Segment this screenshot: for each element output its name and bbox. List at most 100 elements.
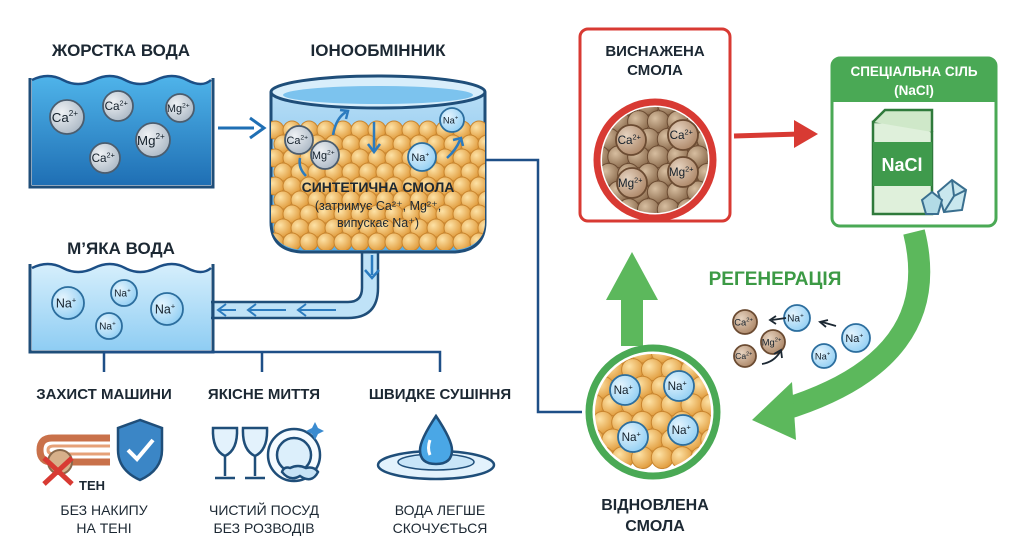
- connection-pipe: [486, 158, 582, 414]
- svg-text:Na+: Na+: [787, 312, 804, 324]
- resin-bead: [299, 232, 319, 250]
- resin-bead: [384, 232, 404, 250]
- benefit-3-line2: СКОЧУЄТЬСЯ: [393, 520, 488, 536]
- red-arrowhead: [794, 120, 818, 148]
- svg-text:Ca2+: Ca2+: [734, 317, 753, 327]
- na-ion: Na+: [811, 343, 837, 369]
- restored-resin-line1: ВІДНОВЛЕНА: [601, 497, 709, 514]
- soft-water-title: М’ЯКА ВОДА: [67, 239, 175, 258]
- pipe-arrow-3: [216, 303, 236, 317]
- ion-exchanger-title: ІОНООБМІННИК: [311, 41, 447, 60]
- benefit-2-line1: ЧИСТИЙ ПОСУД: [209, 501, 319, 518]
- restored-resin-line2: СМОЛА: [625, 518, 685, 535]
- heating-element-shield-icon: [36, 418, 164, 486]
- ca-ion: Ca2+: [102, 90, 134, 122]
- svg-text:Ca2+: Ca2+: [735, 351, 752, 361]
- svg-text:Mg2+: Mg2+: [762, 337, 782, 347]
- resin-bead: [637, 107, 660, 116]
- svg-text:Na+: Na+: [99, 320, 116, 332]
- tank-flow-arrows: [298, 108, 465, 177]
- svg-text:Na+: Na+: [411, 151, 429, 164]
- resin-bead: [710, 354, 711, 364]
- mg-ion: Mg2+: [135, 122, 171, 158]
- resin-bead: [700, 393, 711, 417]
- mg-ion: Mg2+: [165, 93, 195, 123]
- exhausted-resin-line1: ВИСНАЖЕНА: [605, 43, 705, 60]
- benefit-2-title: ЯКІСНЕ МИТТЯ: [208, 386, 320, 403]
- green-arc-arrow: [778, 229, 931, 421]
- resin-bead: [316, 232, 336, 250]
- resin-bead: [477, 134, 485, 154]
- red-arrow: [733, 131, 801, 139]
- pipe-arrow-2: [246, 303, 286, 317]
- resin-bead: [435, 232, 455, 250]
- na-ion: Na+: [110, 279, 138, 307]
- ca-ion: Ca2+: [49, 99, 85, 135]
- resin-bead: [631, 354, 654, 364]
- svg-text:Na+: Na+: [56, 295, 77, 310]
- na-ion: Na+: [51, 286, 85, 320]
- green-up-arrowhead: [606, 252, 658, 300]
- heater-label: ТЕН: [79, 478, 105, 493]
- resin-bead: [333, 232, 353, 250]
- salt-pack-label: NaCl: [881, 155, 922, 175]
- ca-ion: Ca2+: [284, 125, 314, 155]
- flow-arrowhead-in: [249, 116, 267, 140]
- resin-bead: [477, 218, 485, 238]
- resin-bead: [650, 354, 674, 364]
- svg-text:Na+: Na+: [614, 382, 633, 397]
- resin-bead: [350, 232, 370, 250]
- resin-bead: [477, 190, 485, 210]
- na-ion: Na+: [95, 312, 123, 340]
- ion-exchanger-tank: [208, 74, 487, 320]
- salt-pack-icon: [871, 108, 934, 216]
- na-ion: Na+: [609, 374, 641, 406]
- resin-bead: [271, 232, 285, 250]
- na-ion: Na+: [407, 142, 437, 172]
- resin-bead: [477, 162, 485, 182]
- resin-note-2: випускає Na⁺): [337, 216, 419, 230]
- resin-bead: [650, 446, 674, 470]
- mg-ion: Mg2+: [310, 140, 340, 170]
- ca-ion: Ca2+: [732, 309, 758, 335]
- na-ion: Na+: [663, 370, 695, 402]
- tank-ions: Ca2+Mg2+ Na+ Na+: [284, 107, 465, 172]
- svg-text:Na+: Na+: [443, 115, 459, 125]
- na-ion: Na+: [841, 323, 871, 353]
- svg-text:Na+: Na+: [672, 422, 691, 437]
- na-ion: Na+: [617, 421, 649, 453]
- soft-water-tank: [28, 262, 215, 354]
- ca-ion: Ca2+: [89, 142, 121, 174]
- svg-text:Na+: Na+: [622, 429, 641, 444]
- mg-ion: Mg2+: [616, 167, 648, 199]
- salt-crystal-icon: [920, 178, 968, 215]
- mg-ion: Mg2+: [760, 329, 786, 355]
- na-ion: Na+: [667, 414, 699, 446]
- na-ion: Na+: [439, 107, 465, 133]
- water-drop-plate-icon: [376, 413, 496, 481]
- svg-text:Na+: Na+: [114, 287, 131, 299]
- pipe-arrow-1: [296, 303, 336, 317]
- special-salt-line1: СПЕЦІАЛЬНА СІЛЬ: [850, 64, 977, 79]
- special-salt-line2: (NaCl): [894, 83, 934, 98]
- benefit-1-line1: БЕЗ НАКИПУ: [60, 502, 147, 518]
- ca-ion: Ca2+: [733, 344, 757, 368]
- hard-water-title: ЖОРСТКА ВОДА: [51, 41, 190, 60]
- resin-bead: [401, 232, 421, 250]
- regeneration-ions: Ca2+ Mg2+ Ca2+ Na+ Na+ Na+: [732, 304, 871, 369]
- na-ion: Na+: [150, 292, 184, 326]
- svg-text:Na+: Na+: [845, 332, 863, 345]
- ca-ion: Ca2+: [667, 119, 699, 151]
- exhausted-resin-line2: СМОЛА: [627, 62, 683, 79]
- benefit-3-title: ШВИДКЕ СУШІННЯ: [369, 386, 511, 403]
- resin-bead: [367, 232, 387, 250]
- regeneration-exchange-arrows: [761, 315, 837, 365]
- benefit-branch-lines: [102, 350, 442, 372]
- benefit-3-line1: ВОДА ЛЕГШЕ: [395, 502, 485, 518]
- svg-text:Na+: Na+: [668, 378, 687, 393]
- svg-text:Na+: Na+: [815, 351, 831, 361]
- water-ions: Ca2+Ca2+Mg2+Mg2+Ca2+Na+Na+Na+Na+: [49, 90, 195, 340]
- na-ion: Na+: [783, 304, 811, 332]
- resin-bead: [418, 232, 438, 250]
